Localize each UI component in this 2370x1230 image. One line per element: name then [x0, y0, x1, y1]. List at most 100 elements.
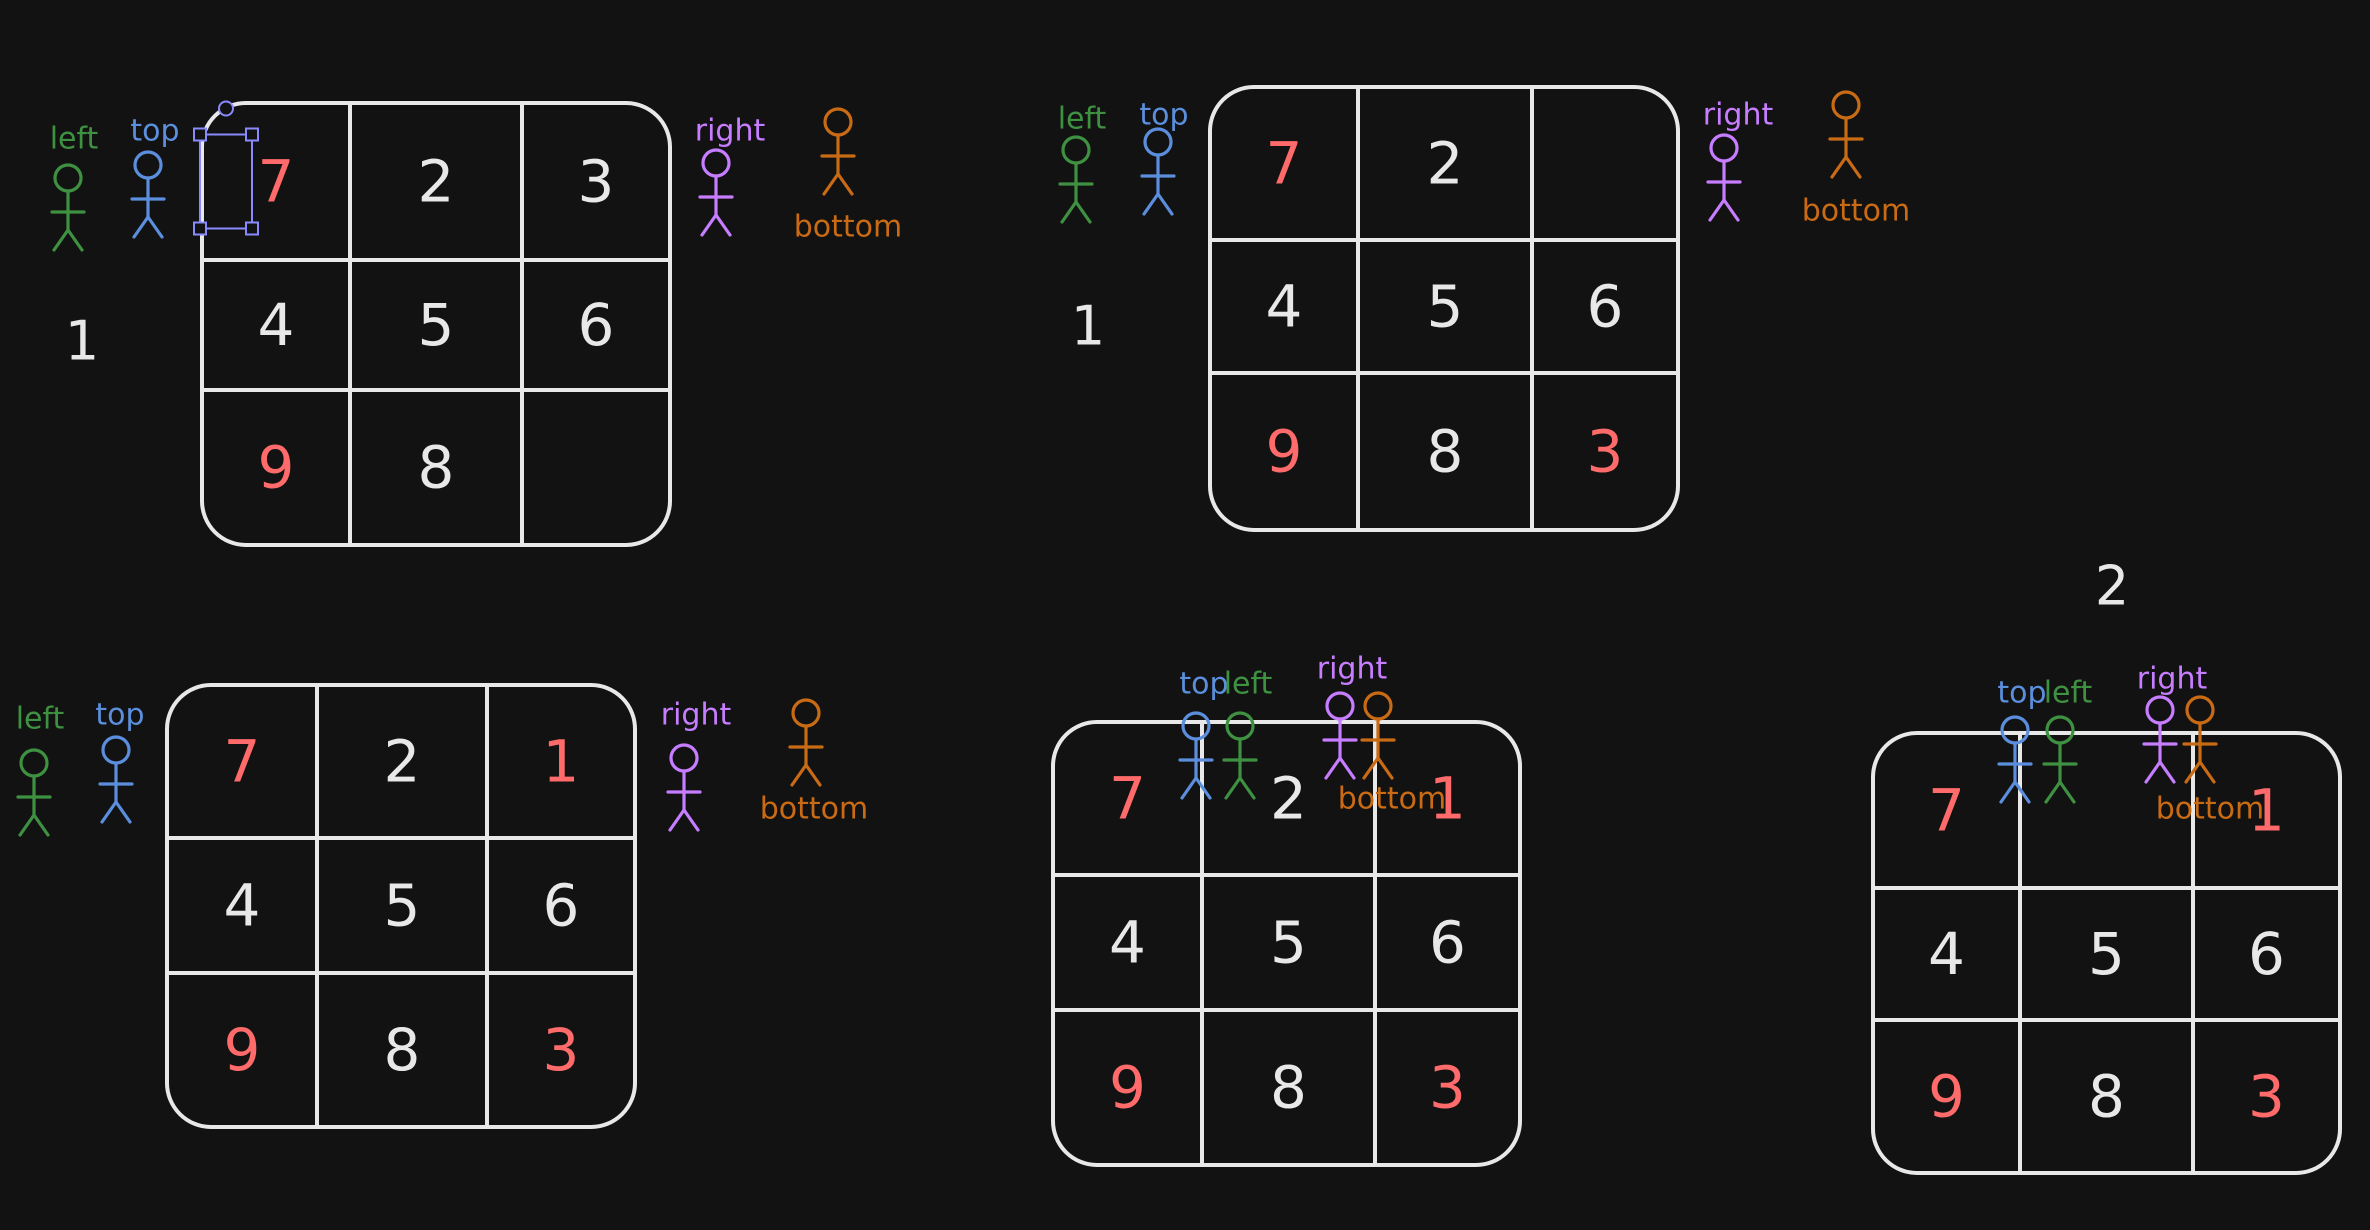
grid-cell-value: 4: [224, 872, 261, 940]
figure-leg: [1830, 155, 1848, 179]
figure-leg: [2044, 780, 2062, 804]
figure-head: [2185, 695, 2215, 725]
figure-leg: [1722, 198, 1740, 222]
grid-frame: [1871, 731, 2342, 1175]
bottom-pointer-label: bottom: [2156, 792, 2265, 827]
right-pointer-figure: [698, 148, 734, 237]
figure-head: [2045, 715, 2075, 745]
grid-cell-value: 8: [418, 434, 455, 502]
right-pointer-label: right: [1317, 652, 1388, 687]
grid-cell-value: 5: [384, 872, 421, 940]
top-pointer-figure: [1997, 715, 2033, 804]
figure-leg: [2144, 760, 2162, 784]
top-pointer-figure: [98, 735, 134, 824]
left-pointer-figure: [16, 748, 52, 837]
grid-cell-value: 7: [224, 728, 261, 796]
figure-head: [1061, 135, 1091, 165]
selection-handle: [193, 127, 207, 142]
figure-head: [2000, 715, 2030, 745]
left-pointer-label: left: [16, 702, 65, 737]
bottom-pointer-label: bottom: [794, 210, 903, 245]
figure-head: [1363, 691, 1393, 721]
figure-leg: [2013, 780, 2031, 804]
top-pointer-figure: [1140, 127, 1176, 216]
figure-leg: [1224, 776, 1242, 800]
grid-cell-value: 9: [1266, 418, 1303, 486]
figure-leg: [1074, 200, 1092, 224]
top-pointer-label: top: [1997, 676, 2046, 711]
bottom-pointer-figure: [2182, 695, 2218, 784]
figure-head: [1143, 127, 1173, 157]
top-pointer-label: top: [1179, 667, 1228, 702]
grid-frame: [1208, 85, 1680, 532]
top-pointer-label: top: [130, 114, 179, 149]
grid-cell-value: 5: [418, 291, 455, 359]
figure-head: [1181, 711, 1211, 741]
right-pointer-label: right: [695, 114, 766, 149]
right-pointer-figure: [1706, 133, 1742, 222]
grid-cell-value: 7: [1928, 777, 1965, 845]
figure-leg: [146, 215, 164, 239]
grid-cell-value: 7: [1266, 130, 1303, 198]
grid-cell-value: 4: [1266, 273, 1303, 341]
step-label: 1: [1071, 295, 1105, 358]
figure-head: [133, 150, 163, 180]
grid-cell-value: 1: [543, 728, 580, 796]
figure-leg: [2198, 760, 2216, 784]
right-pointer-label: right: [661, 698, 732, 733]
figure-head: [823, 107, 853, 137]
figure-head: [669, 743, 699, 773]
figure-leg: [1156, 192, 1174, 216]
grid-cell-value: 6: [1429, 909, 1466, 977]
top-pointer-label: top: [95, 698, 144, 733]
right-pointer-label: right: [1703, 98, 1774, 133]
figure-leg: [1324, 756, 1342, 780]
bottom-pointer-label: bottom: [1802, 194, 1911, 229]
figure-leg: [2184, 760, 2202, 784]
figure-leg: [1844, 155, 1862, 179]
grid-frame: [165, 683, 637, 1129]
grid-cell-value: 8: [1427, 418, 1464, 486]
step-label: 1: [65, 310, 99, 373]
left-pointer-label: left: [1224, 667, 1273, 702]
grid-cell-value: 7: [1109, 765, 1146, 833]
bottom-pointer-label: bottom: [760, 792, 869, 827]
selection-handle: [245, 221, 259, 236]
bottom-pointer-figure: [788, 698, 824, 787]
grid-cell-value: 3: [578, 148, 615, 216]
figure-leg: [714, 213, 732, 237]
left-pointer-label: left: [1058, 102, 1107, 137]
grid-cell-value: 4: [1109, 909, 1146, 977]
figure-head: [1709, 133, 1739, 163]
figure-leg: [2058, 780, 2076, 804]
grid-cell-value: 2: [418, 148, 455, 216]
figure-leg: [18, 813, 36, 837]
figure-leg: [100, 800, 118, 824]
grid-cell-value: 2: [1427, 130, 1464, 198]
figure-leg: [822, 172, 840, 196]
top-pointer-figure: [1178, 711, 1214, 800]
grid-frame: [200, 101, 672, 547]
figure-head: [53, 163, 83, 193]
figure-leg: [1376, 756, 1394, 780]
figure-head: [1225, 711, 1255, 741]
figure-leg: [114, 800, 132, 824]
grid-cell-value: 4: [258, 291, 295, 359]
grid-frame: [1051, 720, 1522, 1167]
grid-cell-value: 8: [2088, 1063, 2125, 1131]
figure-leg: [1060, 200, 1078, 224]
figure-leg: [836, 172, 854, 196]
grid-cell-value: 7: [258, 148, 295, 216]
left-pointer-label: left: [2044, 676, 2093, 711]
grid-cell-value: 4: [1928, 920, 1965, 988]
figure-leg: [700, 213, 718, 237]
figure-leg: [132, 215, 150, 239]
grid-cell-value: 3: [543, 1016, 580, 1084]
figure-leg: [1999, 780, 2017, 804]
